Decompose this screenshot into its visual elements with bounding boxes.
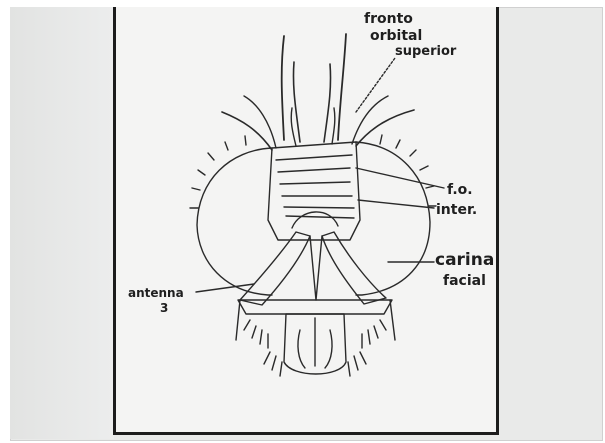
frons-stripe	[284, 207, 354, 208]
mouthparts-lobe	[325, 330, 332, 368]
vertical-bristle	[352, 96, 388, 144]
label-inter: inter.	[436, 203, 477, 217]
frons-stripe	[286, 216, 354, 218]
left-compound-eye	[197, 148, 272, 295]
leader-fo-inter	[356, 168, 444, 188]
label-antenna-number: 3	[160, 302, 168, 314]
frons-stripe	[280, 182, 350, 184]
frontal-bristle	[332, 108, 335, 144]
orbital-bristle	[282, 36, 284, 140]
frons-stripe	[276, 155, 352, 160]
label-fronto: fronto	[364, 12, 413, 26]
label-superior: superior	[395, 45, 456, 58]
frontal-bristle	[291, 108, 296, 146]
left-gena	[236, 300, 240, 340]
right-antenna	[322, 232, 386, 304]
lunule	[292, 212, 338, 228]
label-fo: f.o.	[447, 183, 473, 197]
frons-outline	[268, 142, 360, 240]
label-orbital: orbital	[370, 29, 422, 43]
orbital-bristle	[338, 34, 346, 140]
label-carina: carina	[435, 252, 494, 269]
orbital-bristle	[324, 64, 331, 142]
carina-facial-ridge	[310, 236, 322, 300]
orbital-bristle	[293, 62, 300, 142]
vertical-bristle	[244, 96, 276, 148]
right-gena	[390, 300, 395, 340]
mouthparts-lobe	[298, 330, 305, 368]
label-antenna: antenna	[128, 287, 184, 299]
label-facial: facial	[443, 274, 486, 288]
vertical-bristle	[356, 110, 414, 146]
right-compound-eye	[356, 142, 430, 295]
frons-stripe	[278, 168, 350, 172]
left-antenna	[240, 232, 310, 305]
leader-fo-inter-2	[358, 200, 434, 208]
